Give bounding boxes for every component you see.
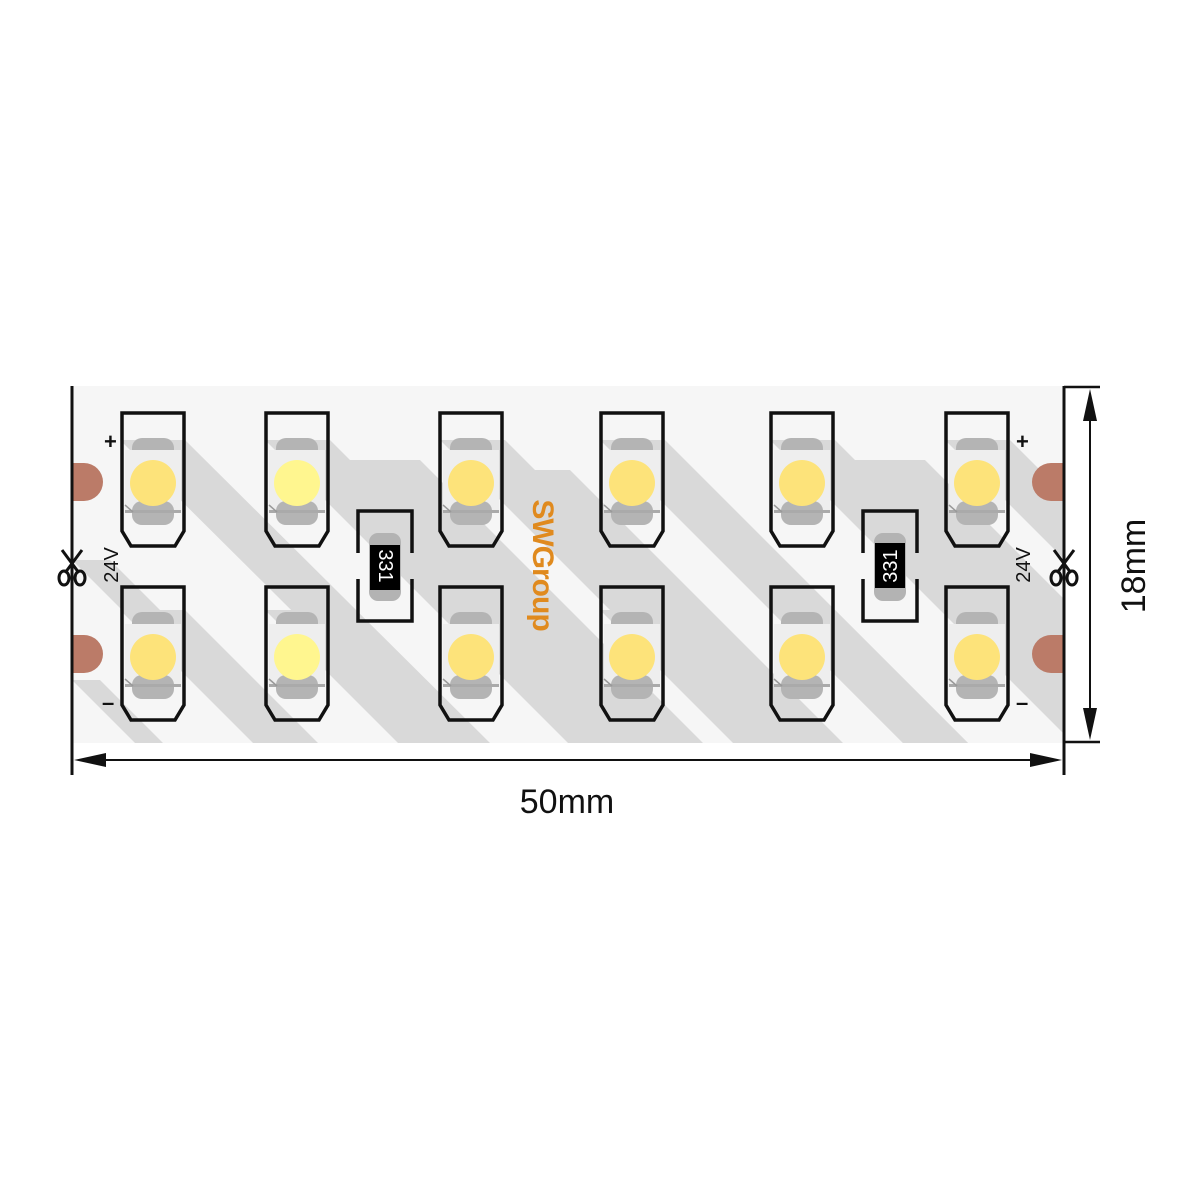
- width-label: 18mm: [1115, 519, 1153, 613]
- polarity-plus-right: +: [1016, 429, 1029, 454]
- resistor-code: 331: [374, 549, 396, 582]
- voltage-left: 24V: [101, 547, 123, 583]
- led: [120, 585, 186, 722]
- pad-left-top: [72, 463, 103, 501]
- arrow-down-icon: [1083, 708, 1097, 740]
- led-row-bottom: [120, 585, 1010, 722]
- led: [769, 585, 835, 722]
- arrow-left-icon: [74, 753, 106, 767]
- led: [599, 411, 665, 548]
- polarity-minus-right: –: [1016, 690, 1028, 715]
- scissors-icon: [1049, 549, 1079, 587]
- solder-pads: [72, 463, 1063, 673]
- arrow-right-icon: [1030, 753, 1062, 767]
- pad-right-top: [1032, 463, 1063, 501]
- arrow-up-icon: [1083, 389, 1097, 421]
- length-dimension: 50mm: [74, 753, 1062, 821]
- led: [438, 585, 504, 722]
- led: [944, 585, 1010, 722]
- led: [120, 411, 186, 548]
- resistor-r1: 331: [356, 509, 414, 623]
- led: [944, 411, 1010, 548]
- led: [264, 411, 330, 548]
- width-dimension: 18mm: [1064, 385, 1153, 744]
- brand-label: SWGroup: [526, 499, 559, 631]
- polarity-plus-left: +: [104, 429, 117, 454]
- voltage-right: 24V: [1013, 547, 1035, 583]
- pad-left-bottom: [72, 635, 103, 673]
- polarity-minus-left: –: [102, 690, 114, 715]
- resistor-code: 331: [880, 549, 902, 582]
- led: [769, 411, 835, 548]
- length-label: 50mm: [520, 783, 614, 821]
- led: [438, 411, 504, 548]
- pad-right-bottom: [1032, 635, 1063, 673]
- scissors-icon: [57, 549, 87, 587]
- resistor-r2: 331: [861, 509, 919, 623]
- led-row-top: [120, 411, 1010, 548]
- led: [264, 585, 330, 722]
- led: [599, 585, 665, 722]
